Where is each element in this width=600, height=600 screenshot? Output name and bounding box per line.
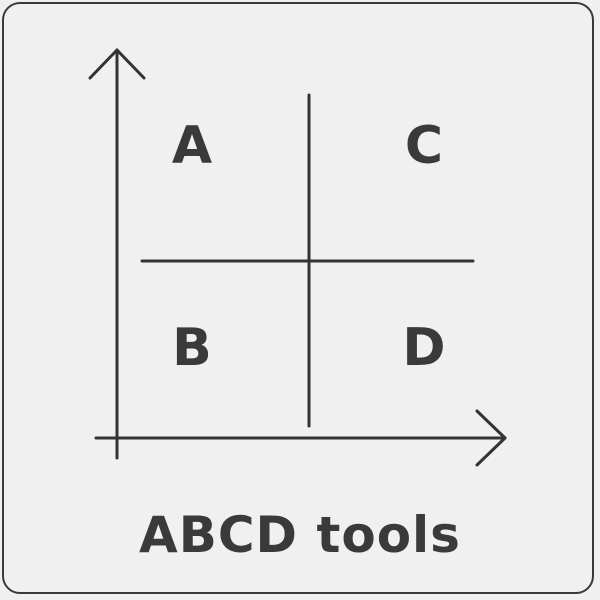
icon-frame [2, 2, 594, 594]
quadrant-label-b: B [172, 318, 212, 378]
quadrant-label-c: C [405, 116, 443, 176]
x-axis [94, 409, 507, 467]
y-axis [88, 48, 146, 460]
y-axis-arrowhead [88, 48, 146, 80]
quadrant-label-a: A [172, 116, 212, 176]
diagram-caption: ABCD tools [139, 506, 461, 564]
x-axis-arrowhead [475, 409, 507, 467]
quadrant-label-d: D [402, 318, 445, 378]
